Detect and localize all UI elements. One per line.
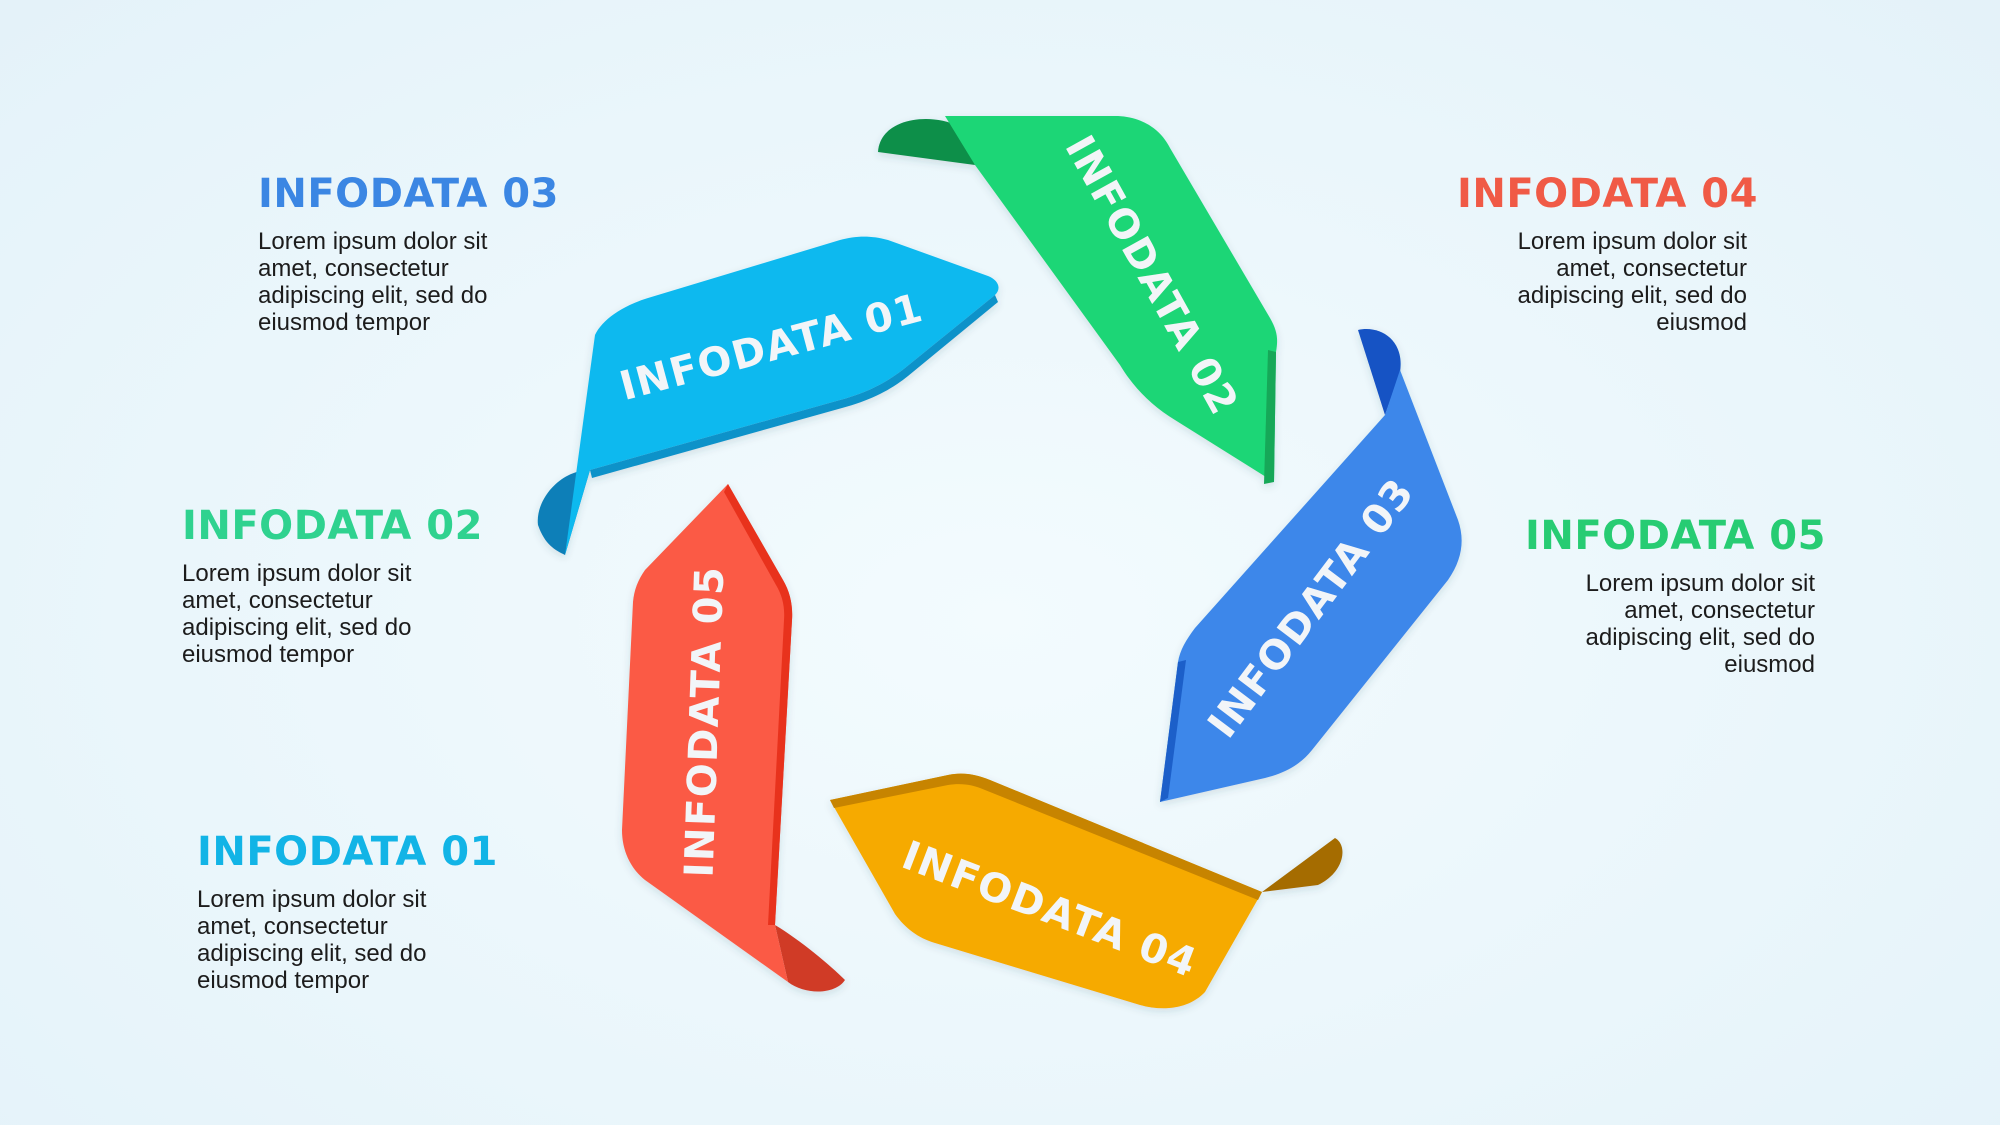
ribbon-fold	[1358, 329, 1401, 415]
info-title: INFODATA 01	[197, 829, 498, 875]
info-block-02: INFODATA 02 Lorem ipsum dolor sit amet, …	[182, 502, 483, 668]
ribbon-fold	[775, 925, 845, 992]
ribbon-fold	[878, 118, 975, 165]
info-title: INFODATA 02	[182, 503, 483, 549]
info-text: Lorem ipsum dolor sit amet, consectetur …	[1517, 228, 1747, 336]
ribbon-body	[830, 773, 1262, 1009]
ribbon-body	[565, 236, 999, 555]
ribbon-edge	[1264, 350, 1276, 484]
info-text: Lorem ipsum dolor sit amet, consectetur …	[258, 228, 488, 336]
ribbon-01: INFODATA 01	[537, 236, 999, 555]
ribbon-edge	[1160, 660, 1186, 802]
info-text: Lorem ipsum dolor sit amet, consectetur …	[182, 560, 412, 668]
ribbon-05: INFODATA 05	[622, 484, 845, 992]
ribbon-body	[622, 484, 793, 982]
ribbon-label: INFODATA 05	[677, 565, 734, 878]
ribbon-body	[945, 116, 1278, 482]
info-title: INFODATA 03	[258, 171, 559, 217]
info-block-05: INFODATA 05 Lorem ipsum dolor sit amet, …	[1525, 512, 1826, 678]
ribbon-body	[1160, 370, 1462, 802]
info-block-01: INFODATA 01 Lorem ipsum dolor sit amet, …	[197, 828, 498, 994]
ribbon-fold	[1262, 838, 1343, 892]
info-block-04: INFODATA 04 Lorem ipsum dolor sit amet, …	[1457, 170, 1758, 336]
info-block-03: INFODATA 03 Lorem ipsum dolor sit amet, …	[258, 170, 559, 336]
info-text: Lorem ipsum dolor sit amet, consectetur …	[197, 886, 427, 994]
info-text: Lorem ipsum dolor sit amet, consectetur …	[1585, 570, 1815, 678]
ribbon-edge	[590, 295, 998, 478]
ribbon-04: INFODATA 04	[830, 773, 1343, 1009]
info-title: INFODATA 05	[1525, 513, 1826, 559]
info-title: INFODATA 04	[1457, 171, 1758, 217]
ribbon-edge	[724, 484, 793, 925]
